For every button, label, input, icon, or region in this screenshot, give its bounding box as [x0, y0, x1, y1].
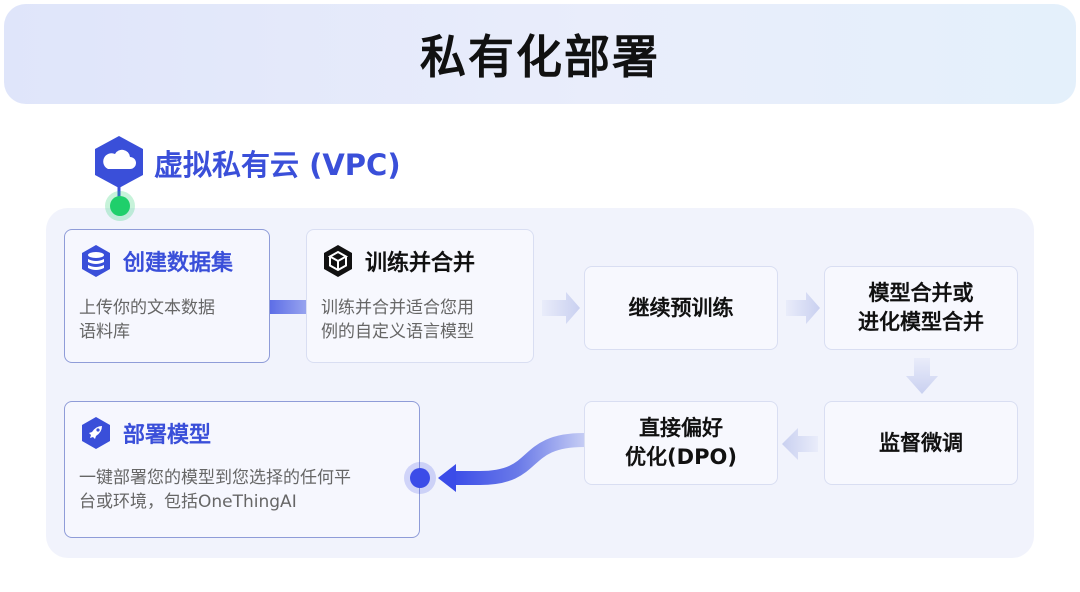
cloud-hexagon-icon: [95, 136, 143, 188]
green-node: [105, 191, 135, 221]
card-desc-line: 一键部署您的模型到您选择的任何平: [79, 468, 351, 488]
card-desc-line: 语料库: [79, 322, 130, 342]
arrow-left-icon: [782, 428, 818, 460]
step-continue-pretrain: 继续预训练: [584, 266, 778, 350]
page-title: 私有化部署: [420, 30, 660, 84]
vpc-label: 虚拟私有云 (VPC): [154, 148, 401, 182]
connector-bar: [268, 300, 308, 314]
card-title: 创建数据集: [123, 251, 234, 276]
card-create-dataset: 创建数据集 上传你的文本数据 语料库: [64, 229, 270, 363]
card-desc-line: 训练并合并适合您用: [321, 298, 474, 318]
step-label: 监督微调: [879, 430, 963, 455]
step-sft: 监督微调: [824, 401, 1018, 485]
cube-hexagon-icon: [324, 245, 352, 277]
arrow-down-icon: [906, 358, 938, 394]
card-desc-line: 台或环境，包括OneThingAI: [79, 492, 297, 512]
database-icon: [82, 245, 110, 277]
card-desc-line: 上传你的文本数据: [79, 298, 215, 318]
card-deploy-model: 部署模型 一键部署您的模型到您选择的任何平 台或环境，包括OneThingAI: [64, 401, 420, 538]
step-model-merge: 模型合并或 进化模型合并: [824, 266, 1018, 350]
blue-node: [404, 462, 436, 494]
arrow-right-icon: [786, 292, 820, 324]
step-label: 模型合并或: [868, 281, 974, 305]
step-label: 优化(DPO): [625, 445, 737, 469]
step-dpo: 直接偏好 优化(DPO): [584, 401, 778, 485]
arrow-left-icon: [438, 464, 456, 492]
title-banner: 私有化部署: [4, 4, 1076, 104]
rocket-icon: [82, 417, 110, 449]
card-title: 训练并合并: [365, 251, 476, 276]
card-desc-line: 例的自定义语言模型: [321, 322, 474, 342]
arrow-right-icon: [542, 292, 580, 324]
card-title: 部署模型: [123, 423, 212, 448]
deploy-connector: [452, 433, 585, 485]
step-label: 继续预训练: [628, 295, 734, 320]
step-label: 进化模型合并: [858, 310, 984, 334]
card-train-merge: 训练并合并 训练并合并适合您用 例的自定义语言模型: [306, 229, 534, 363]
step-label: 直接偏好: [639, 416, 723, 440]
